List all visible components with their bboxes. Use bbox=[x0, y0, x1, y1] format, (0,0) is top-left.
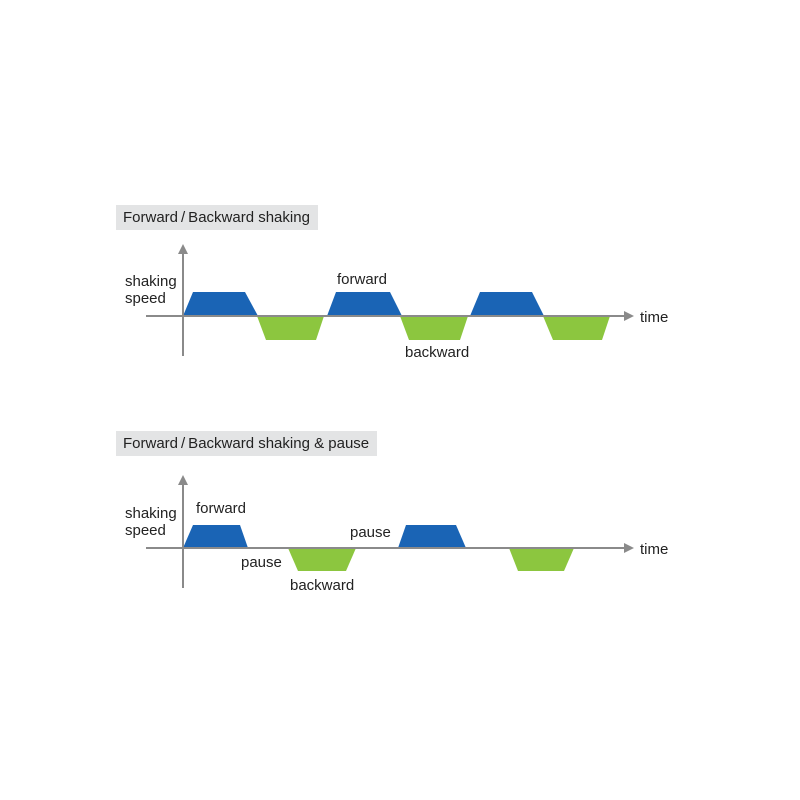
diagram2-time-label: time bbox=[640, 541, 668, 558]
diagram1: shaking speed time forward backward bbox=[125, 244, 668, 361]
diagram1-forward-pulse-1 bbox=[183, 292, 258, 316]
diagram2: shaking speed time forward pause backwar… bbox=[125, 475, 668, 594]
diagram2-forward-label: forward bbox=[196, 500, 246, 517]
diagram1-forward-pulse-2 bbox=[327, 292, 402, 316]
diagram2-y-axis-label-line2: speed bbox=[125, 522, 166, 539]
diagram2-y-axis-label-line1: shaking bbox=[125, 505, 177, 522]
diagram2-pause-label-2: pause bbox=[350, 524, 391, 541]
diagram1-backward-label: backward bbox=[405, 344, 469, 361]
diagram1-y-axis-label-line1: shaking bbox=[125, 273, 177, 290]
diagram2-backward-label: backward bbox=[290, 577, 354, 594]
diagram1-time-label: time bbox=[640, 309, 668, 326]
diagram2-forward-pulse-2 bbox=[398, 525, 466, 548]
diagram2-forward-pulse-1 bbox=[183, 525, 248, 548]
diagram2-backward-pulse-1 bbox=[288, 548, 356, 571]
diagram1-backward-pulse-1 bbox=[257, 316, 324, 340]
diagram1-forward-label: forward bbox=[337, 271, 387, 288]
diagram1-backward-pulse-2 bbox=[400, 316, 468, 340]
diagram2-pause-label-1: pause bbox=[241, 554, 282, 571]
diagram1-y-axis-label-line2: speed bbox=[125, 290, 166, 307]
diagram1-backward-pulse-3 bbox=[543, 316, 610, 340]
diagram1-forward-pulse-3 bbox=[470, 292, 544, 316]
diagram2-title: Forward / Backward shaking & pause bbox=[116, 431, 378, 456]
diagram2-backward-pulse-2 bbox=[509, 548, 574, 571]
diagram1-title: Forward / Backward shaking bbox=[116, 205, 318, 230]
